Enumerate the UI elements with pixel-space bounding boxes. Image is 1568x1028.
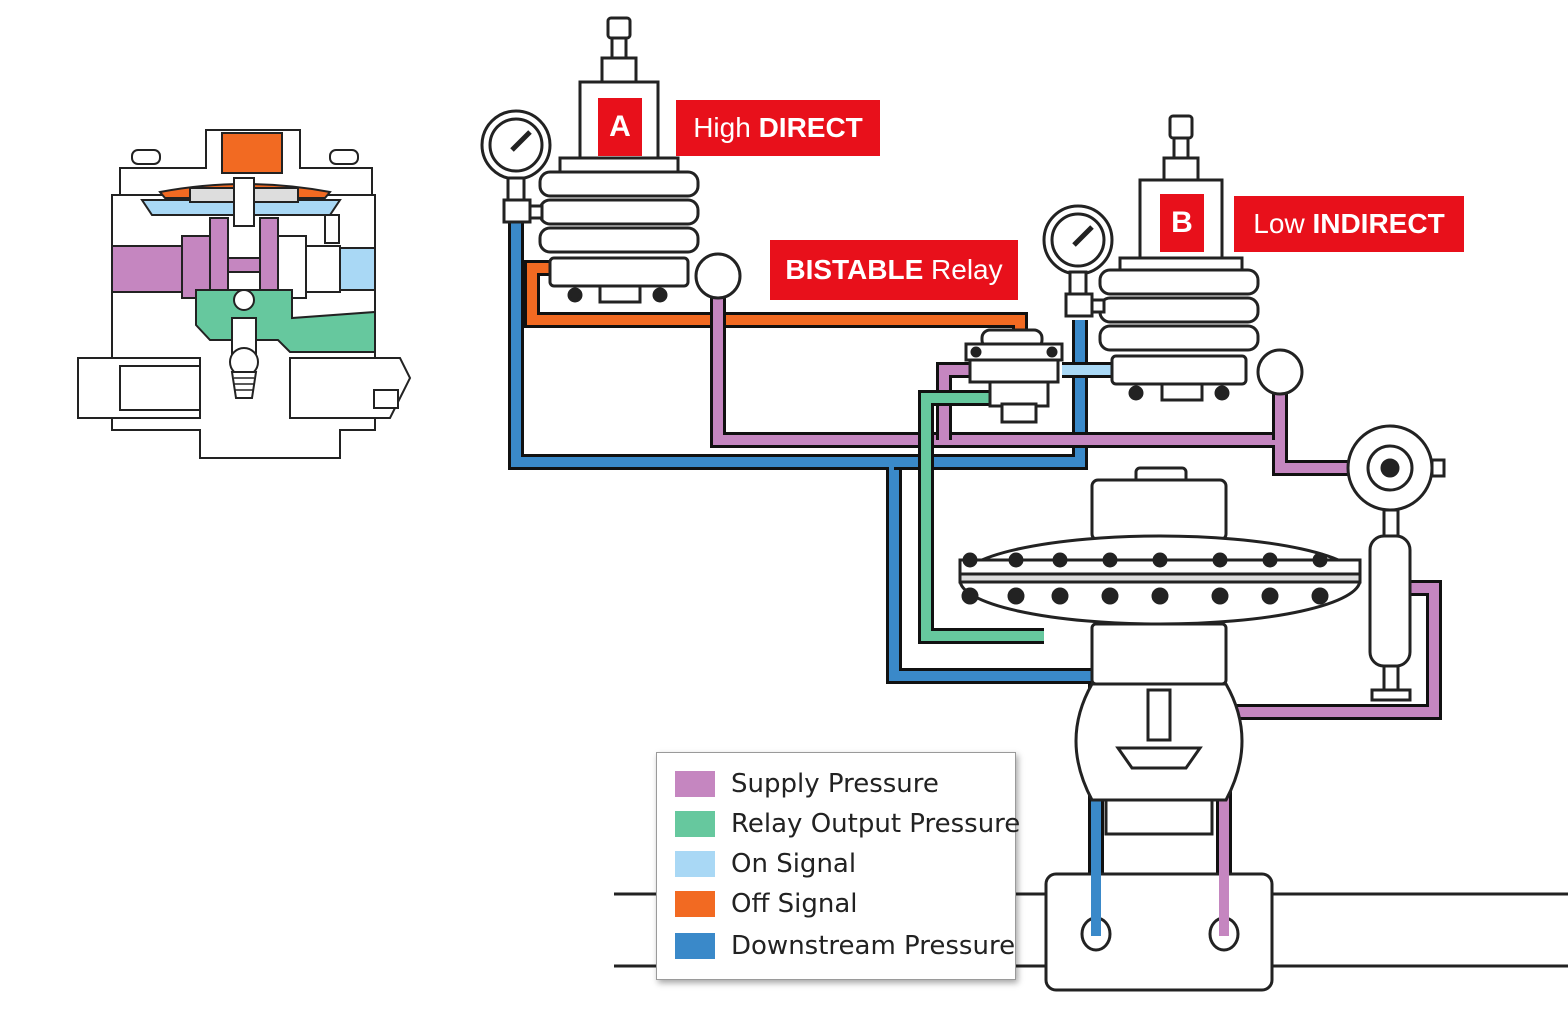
legend-label-on-signal: On Signal <box>731 849 857 879</box>
bistable-relay <box>964 328 1064 424</box>
legend-swatch-on-signal <box>675 851 715 877</box>
legend-label-supply: Supply Pressure <box>731 769 939 799</box>
pilot-b-tag: Low INDIRECT <box>1234 196 1464 252</box>
legend-item-on-signal: On Signal <box>675 849 856 879</box>
legend-item-off-signal: Off Signal <box>675 889 858 919</box>
legend-item-supply: Supply Pressure <box>675 769 939 799</box>
pilot-b-letter-tag: B <box>1160 194 1204 252</box>
pilot-b-tag-bold: INDIRECT <box>1312 208 1445 239</box>
relay-tag: BISTABLE Relay <box>770 240 1018 300</box>
relay-tag-light: Relay <box>923 254 1003 285</box>
legend-swatch-downstream <box>675 933 715 959</box>
relay-output-line <box>918 390 1044 644</box>
pilot-a-tag: High DIRECT <box>676 100 880 156</box>
pilot-a-letter-tag: A <box>598 98 642 156</box>
pressure-gauge-a <box>480 109 552 224</box>
legend: Supply Pressure Relay Output Pressure On… <box>656 752 1020 980</box>
pilot-a-tag-light: High <box>693 112 759 143</box>
control-valve-actuator <box>958 466 1362 992</box>
legend-label-off-signal: Off Signal <box>731 889 858 919</box>
legend-swatch-off-signal <box>675 891 715 917</box>
legend-swatch-supply <box>675 771 715 797</box>
pressure-gauge-b <box>1042 204 1114 318</box>
pilot-b <box>1098 114 1304 402</box>
pilot-a-tag-bold: DIRECT <box>758 112 863 143</box>
relay-supply-port <box>111 245 183 293</box>
pilot-a-letter: A <box>609 110 631 143</box>
off-signal-line <box>524 260 1028 332</box>
pilot-b-letter: B <box>1171 206 1193 239</box>
pilot-a <box>538 16 742 304</box>
pilot-b-tag-light: Low <box>1253 208 1313 239</box>
legend-item-downstream: Downstream Pressure <box>675 931 1015 961</box>
relay-off-signal-chamber <box>221 132 283 174</box>
supply-regulator <box>1346 424 1446 702</box>
legend-label-downstream: Downstream Pressure <box>731 931 1016 961</box>
relay-cross-section <box>77 129 412 459</box>
legend-swatch-relay-output <box>675 811 715 837</box>
legend-label-relay-output: Relay Output Pressure <box>731 809 1021 839</box>
legend-item-relay-output: Relay Output Pressure <box>675 809 1020 839</box>
relay-tag-bold: BISTABLE <box>785 254 924 285</box>
